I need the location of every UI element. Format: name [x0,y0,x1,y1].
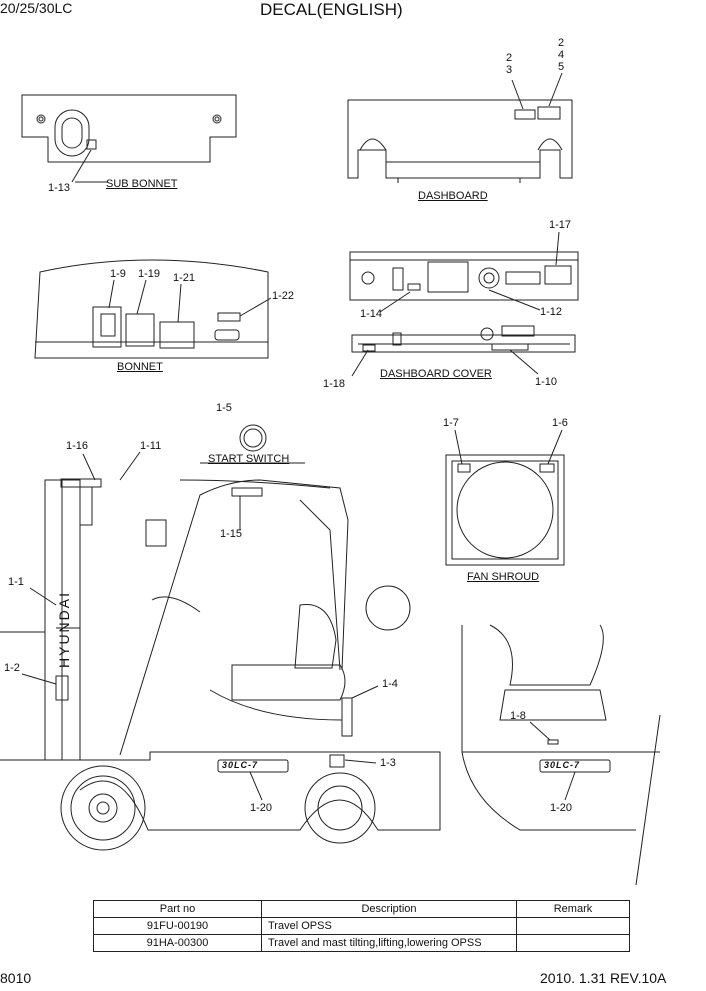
col-header-part-no: Part no [93,900,262,918]
table-row: 91HA-00300 Travel and mast tilting,lifti… [93,934,630,952]
callout-1-18: 1-18 [323,378,346,390]
callout-1-8: 1-8 [510,710,526,722]
sub-bonnet-view [21,94,237,183]
dashboard-label: DASHBOARD [418,190,488,202]
callout-5: 5 [558,61,565,73]
bonnet-label: BONNET [117,361,163,373]
callout-1-20-rear: 1-20 [550,802,573,814]
callout-1-19: 1-19 [138,268,161,280]
page-title: DECAL(ENGLISH) [260,0,403,19]
fan-shroud-view [445,429,565,566]
callout-1-22: 1-22 [272,290,295,302]
table-header-row: Part no Description Remark [93,900,630,918]
callout-1-16: 1-16 [66,440,89,452]
parts-table: Part no Description Remark 91FU-00190 Tr… [93,900,630,952]
description-cell: Travel OPSS [261,917,517,935]
sub-bonnet-label: SUB BONNET [106,178,178,190]
col-header-remark: Remark [516,900,630,918]
dashboard-front-view [349,231,579,313]
dashboard-view [347,72,573,183]
bonnet-view [34,259,272,359]
callout-4: 4 [558,49,565,61]
callout-1-3: 1-3 [380,757,396,769]
dashboard-cover-view [351,325,576,377]
page-number: 8010 [0,970,32,986]
callout-2: 2 [506,52,513,64]
callout-1-5: 1-5 [216,402,232,414]
callout-1-17: 1-17 [549,219,572,231]
forklift-side-view [0,451,441,851]
callout-1-12: 1-12 [540,306,563,318]
callout-1-1: 1-1 [8,576,24,588]
start-switch-label: START SWITCH [208,453,290,465]
callout-2-b: 2 [558,37,565,49]
col-header-description: Description [261,900,517,918]
callout-1-10: 1-10 [535,376,558,388]
callout-1-9: 1-9 [110,268,126,280]
callout-1-13: 1-13 [48,182,71,194]
mast-lettering: HYUNDAI [56,590,72,668]
callout-1-4: 1-4 [382,678,398,690]
part-no-cell: 91FU-00190 [93,917,262,935]
table-row: 91FU-00190 Travel OPSS [93,917,630,935]
callout-1-7: 1-7 [443,417,459,429]
model-badge-rear: 30LC-7 [544,760,581,770]
callout-1-21: 1-21 [173,272,196,284]
dashboard-cover-label: DASHBOARD COVER [380,368,492,380]
revision-label: 2010. 1.31 REV.10A [540,970,667,986]
remark-cell [516,934,630,952]
remark-cell [516,917,630,935]
callout-1-6: 1-6 [552,417,568,429]
callout-1-14: 1-14 [360,308,383,320]
callout-1-2: 1-2 [4,662,20,674]
forklift-rear-view [461,624,661,886]
callout-1-20: 1-20 [250,802,273,814]
part-no-cell: 91HA-00300 [93,934,262,952]
model-badge: 30LC-7 [222,760,259,770]
model-label: 20/25/30LC [0,0,73,16]
fan-shroud-label: FAN SHROUD [467,571,540,583]
start-switch-view [239,424,267,452]
callout-1-15: 1-15 [220,528,243,540]
description-cell: Travel and mast tilting,lifting,lowering… [261,934,517,952]
callout-3: 3 [506,64,513,76]
callout-1-11: 1-11 [140,440,162,452]
